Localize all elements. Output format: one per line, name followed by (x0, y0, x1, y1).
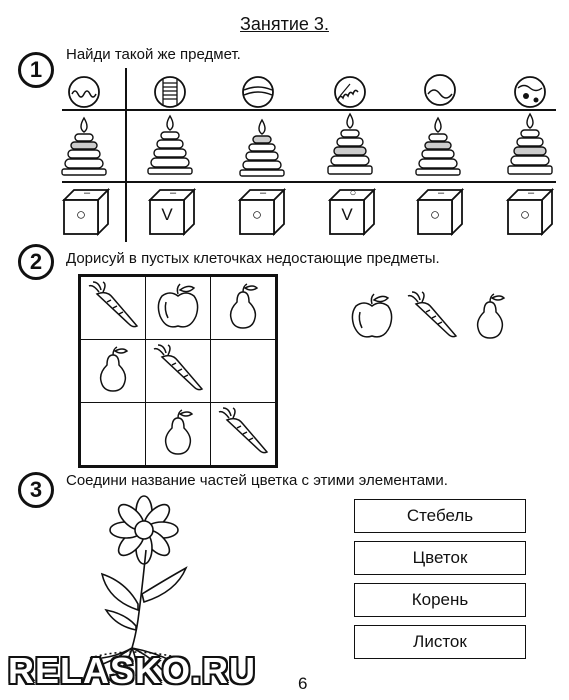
carrot-icon (85, 280, 141, 334)
apple-icon (350, 292, 394, 345)
cube-1[interactable] (147, 187, 197, 237)
task-2-samples (350, 288, 510, 348)
pyramid-0[interactable] (61, 116, 107, 176)
pear-icon (223, 282, 263, 334)
grid-cell[interactable] (80, 276, 146, 340)
cube-0-mark: ○ (75, 205, 87, 224)
task-1-figure (61, 68, 556, 242)
watermark: RELASKO.RU (8, 650, 257, 691)
label-leaf-box[interactable]: Листок (354, 625, 526, 659)
ball-3[interactable] (334, 76, 366, 108)
task-3-number: 3 (18, 472, 54, 508)
pyramid-5[interactable] (507, 112, 553, 175)
flower-leaf-left[interactable] (100, 572, 139, 612)
pyramid-4[interactable] (415, 116, 461, 176)
flower-leaf-right[interactable] (141, 566, 188, 604)
cube-3-mark: V (341, 205, 353, 224)
cube-4-mark: ○ (429, 205, 441, 224)
cube-5-mark: ○ (519, 205, 531, 224)
cube-3-top-mark: ○ (349, 187, 357, 199)
pear-icon (93, 345, 133, 397)
ball-2[interactable] (242, 76, 274, 108)
pyramid-3[interactable] (327, 112, 373, 175)
label-root-box[interactable]: Корень (354, 583, 526, 617)
ball-4[interactable] (424, 74, 456, 106)
flower-stem[interactable] (131, 549, 147, 649)
grid-cell[interactable] (145, 402, 211, 466)
cube-1-mark: V (161, 205, 173, 224)
flower-roots[interactable] (89, 647, 181, 677)
grid-cell[interactable] (210, 276, 276, 340)
cube-2-mark: ○ (251, 205, 263, 224)
task-1-instruction: Найди такой же предмет. (66, 46, 241, 63)
cube-2-top-mark: – (259, 187, 267, 199)
cube-0-top-mark: – (83, 187, 91, 199)
cube-4-top-mark: – (437, 187, 445, 199)
grid-cell[interactable] (145, 339, 211, 403)
task-2-grid (78, 274, 278, 468)
grid-cell[interactable] (145, 276, 211, 340)
flower-petals[interactable] (109, 495, 179, 565)
cube-2[interactable] (237, 187, 287, 237)
cube-3[interactable] (327, 187, 377, 237)
cube-5[interactable] (505, 187, 555, 237)
cube-4[interactable] (415, 187, 465, 237)
label-stem-box[interactable]: Стебель (354, 499, 526, 533)
cube-1-top-mark: – (169, 187, 177, 199)
task-1-number: 1 (18, 52, 54, 88)
grid-cell-empty[interactable] (80, 402, 146, 466)
carrot-icon (215, 406, 271, 460)
cube-5-top-mark: – (527, 187, 535, 199)
ball-5[interactable] (514, 76, 546, 108)
ball-1[interactable] (154, 76, 186, 108)
task-3-instruction: Соедини название частей цветка с этими э… (66, 472, 448, 489)
pear-icon (470, 292, 510, 345)
grid-cell[interactable] (210, 402, 276, 466)
flower-drawing (89, 495, 188, 677)
cube-0[interactable] (61, 187, 111, 237)
task-2-number: 2 (18, 244, 54, 280)
grid-cell-empty[interactable] (210, 339, 276, 403)
pear-icon (158, 408, 198, 460)
apple-icon (156, 282, 200, 334)
page-number: 6 (298, 674, 308, 693)
ball-0[interactable] (68, 76, 100, 108)
pyramid-1[interactable] (147, 114, 193, 175)
pyramid-2[interactable] (239, 118, 285, 177)
page-title: Занятие 3. (240, 14, 329, 34)
label-flower-box[interactable]: Цветок (354, 541, 526, 575)
carrot-icon (404, 290, 460, 345)
carrot-icon (150, 343, 206, 397)
grid-cell[interactable] (80, 339, 146, 403)
task-2-instruction: Дорисуй в пустых клеточках недостающие п… (66, 250, 440, 267)
